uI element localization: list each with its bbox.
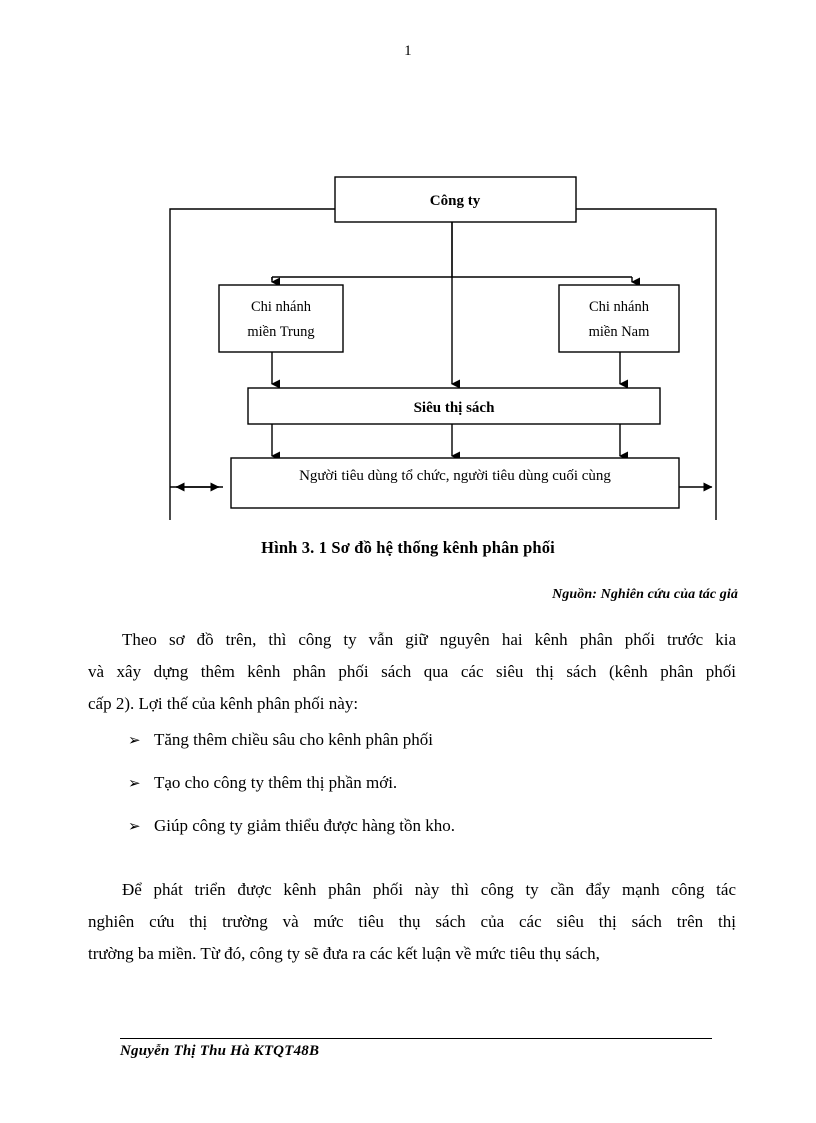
- page-number: 1: [404, 43, 412, 59]
- node-branch-south-label-line1: Chi nhánh: [589, 299, 650, 315]
- paragraph-two: Để phát triển được kênh phân phối này th…: [88, 874, 736, 970]
- node-supermarket: Siêu thị sách: [247, 387, 661, 425]
- advantages-list: ➢ Tăng thêm chiều sâu cho kênh phân phối…: [128, 730, 728, 859]
- node-consumers: Người tiêu dùng tổ chức, người tiêu dùng…: [230, 457, 680, 509]
- node-branch-south: Chi nhánh miền Nam: [558, 284, 680, 353]
- list-item-label: Giúp công ty giảm thiểu được hàng tồn kh…: [154, 816, 456, 835]
- node-branch-central-label-line1: Chi nhánh: [251, 299, 312, 315]
- node-supermarket-label: Siêu thị sách: [414, 400, 496, 416]
- paragraph-one: Theo sơ đồ trên, thì công ty vẫn giữ ngu…: [88, 624, 736, 720]
- node-company-label: Công ty: [430, 193, 481, 209]
- paragraph-two-line-1: Để phát triển được kênh phân phối này th…: [122, 880, 736, 899]
- node-company: Công ty: [334, 176, 577, 223]
- node-branch-central: Chi nhánh miền Trung: [218, 284, 344, 353]
- list-item: ➢ Tăng thêm chiều sâu cho kênh phân phối: [128, 730, 728, 751]
- connector-company-right-rail: [576, 208, 717, 520]
- distribution-channel-diagram: Công ty Chi nhánh miền Trung Chi nhánh m…: [0, 168, 816, 520]
- figure-source: Nguồn: Nghiên cứu của tác giả: [552, 587, 738, 602]
- arrowhead-bullet-icon: ➢: [128, 819, 141, 835]
- node-consumers-label: Người tiêu dùng tổ chức, người tiêu dùng…: [299, 468, 611, 484]
- list-item-label: Tăng thêm chiều sâu cho kênh phân phối: [154, 730, 434, 749]
- paragraph-two-line-3: trường ba miền. Từ đó, công ty sẽ đưa ra…: [88, 944, 600, 963]
- arrowhead-bullet-icon: ➢: [128, 733, 141, 749]
- list-item-label: Tạo cho công ty thêm thị phần mới.: [154, 773, 398, 792]
- connector-left-rail-to-consumers: [169, 487, 171, 520]
- connector-supermarket-to-consumers: [271, 424, 628, 461]
- node-branch-south-label-line2: miền Nam: [589, 324, 651, 340]
- arrowhead-bullet-icon: ➢: [128, 776, 141, 792]
- footer-divider: [120, 1038, 712, 1039]
- list-item: ➢ Giúp công ty giảm thiểu được hàng tồn …: [128, 816, 728, 837]
- figure-caption: Hình 3. 1 Sơ đồ hệ thống kênh phân phối: [261, 538, 555, 557]
- connector-company-left-rail: [169, 208, 335, 487]
- paragraph-one-line-3: cấp 2). Lợi thế của kênh phân phối này:: [88, 694, 359, 713]
- footer-author: Nguyễn Thị Thu Hà KTQT48B: [120, 1043, 320, 1059]
- list-item: ➢ Tạo cho công ty thêm thị phần mới.: [128, 773, 728, 794]
- paragraph-one-line-2: và xây dựng thêm kênh phân phối sách qua…: [88, 662, 736, 681]
- paragraph-two-line-2: nghiên cứu thị trường và mức tiêu thụ sá…: [88, 912, 736, 931]
- paragraph-one-line-1: Theo sơ đồ trên, thì công ty vẫn giữ ngu…: [122, 630, 736, 649]
- node-branch-central-label-line2: miền Trung: [247, 324, 314, 340]
